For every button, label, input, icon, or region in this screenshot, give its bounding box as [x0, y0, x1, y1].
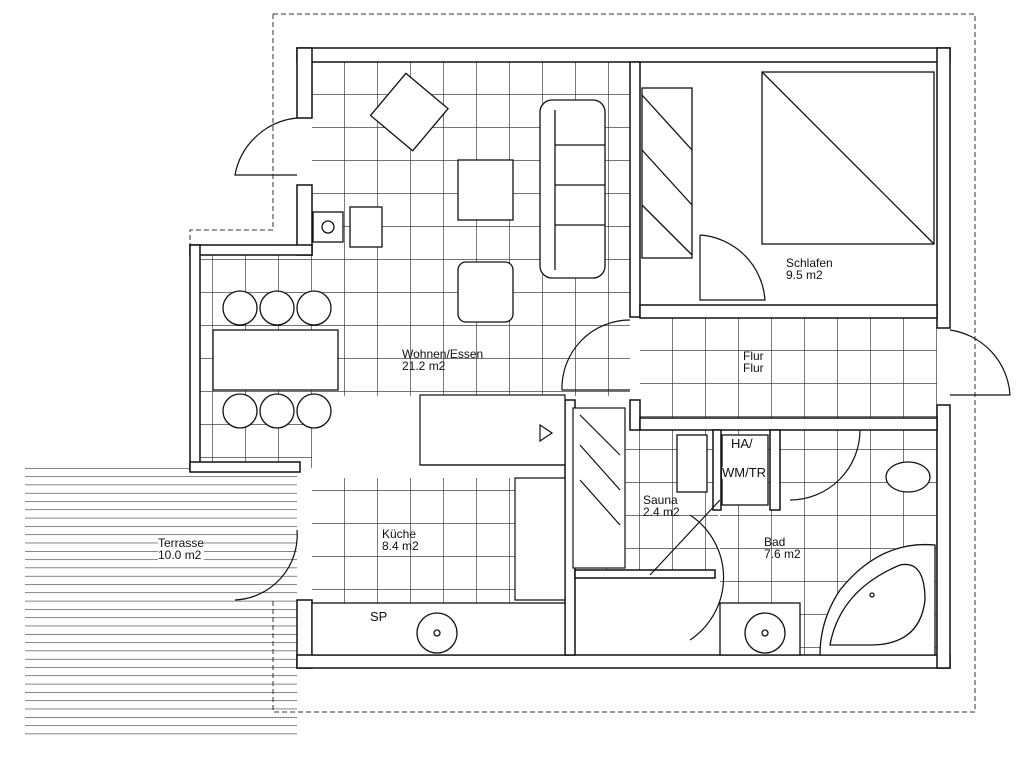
room-name: Bad — [764, 535, 786, 549]
armchair — [369, 72, 449, 152]
room-name: Terrasse — [158, 536, 205, 550]
room-area: 9.5 m2 — [786, 268, 823, 282]
room-name: Wohnen/Essen — [402, 347, 484, 361]
wardrobe — [641, 87, 693, 259]
room-name: Schlafen — [786, 256, 833, 270]
room-label-sp: SP — [370, 609, 388, 624]
room-label-wmtr: WM/TR — [722, 465, 767, 480]
sofa — [539, 99, 606, 279]
room-name: Sauna — [643, 493, 678, 507]
room-name: Küche — [382, 527, 417, 541]
furniture — [212, 71, 936, 656]
room-name: Flur — [743, 349, 764, 363]
coffee-table — [457, 159, 514, 221]
room-area: 21.2 m2 — [402, 359, 446, 373]
room-label-ha: HA/ — [731, 436, 753, 451]
door-swings — [234, 117, 1011, 641]
staircase — [419, 394, 626, 601]
room-name-2: Flur — [743, 361, 764, 375]
sauna-bench — [676, 434, 708, 493]
toilet — [885, 461, 931, 493]
room-area: 7.6 m2 — [764, 547, 801, 561]
terrace-decking — [25, 468, 297, 740]
armchair-2 — [457, 261, 514, 323]
dining-table — [212, 329, 339, 391]
walls — [189, 47, 951, 669]
room-area: 10.0 m2 — [158, 548, 202, 562]
room-area: 2.4 m2 — [643, 505, 680, 519]
room-area: 8.4 m2 — [382, 539, 419, 553]
